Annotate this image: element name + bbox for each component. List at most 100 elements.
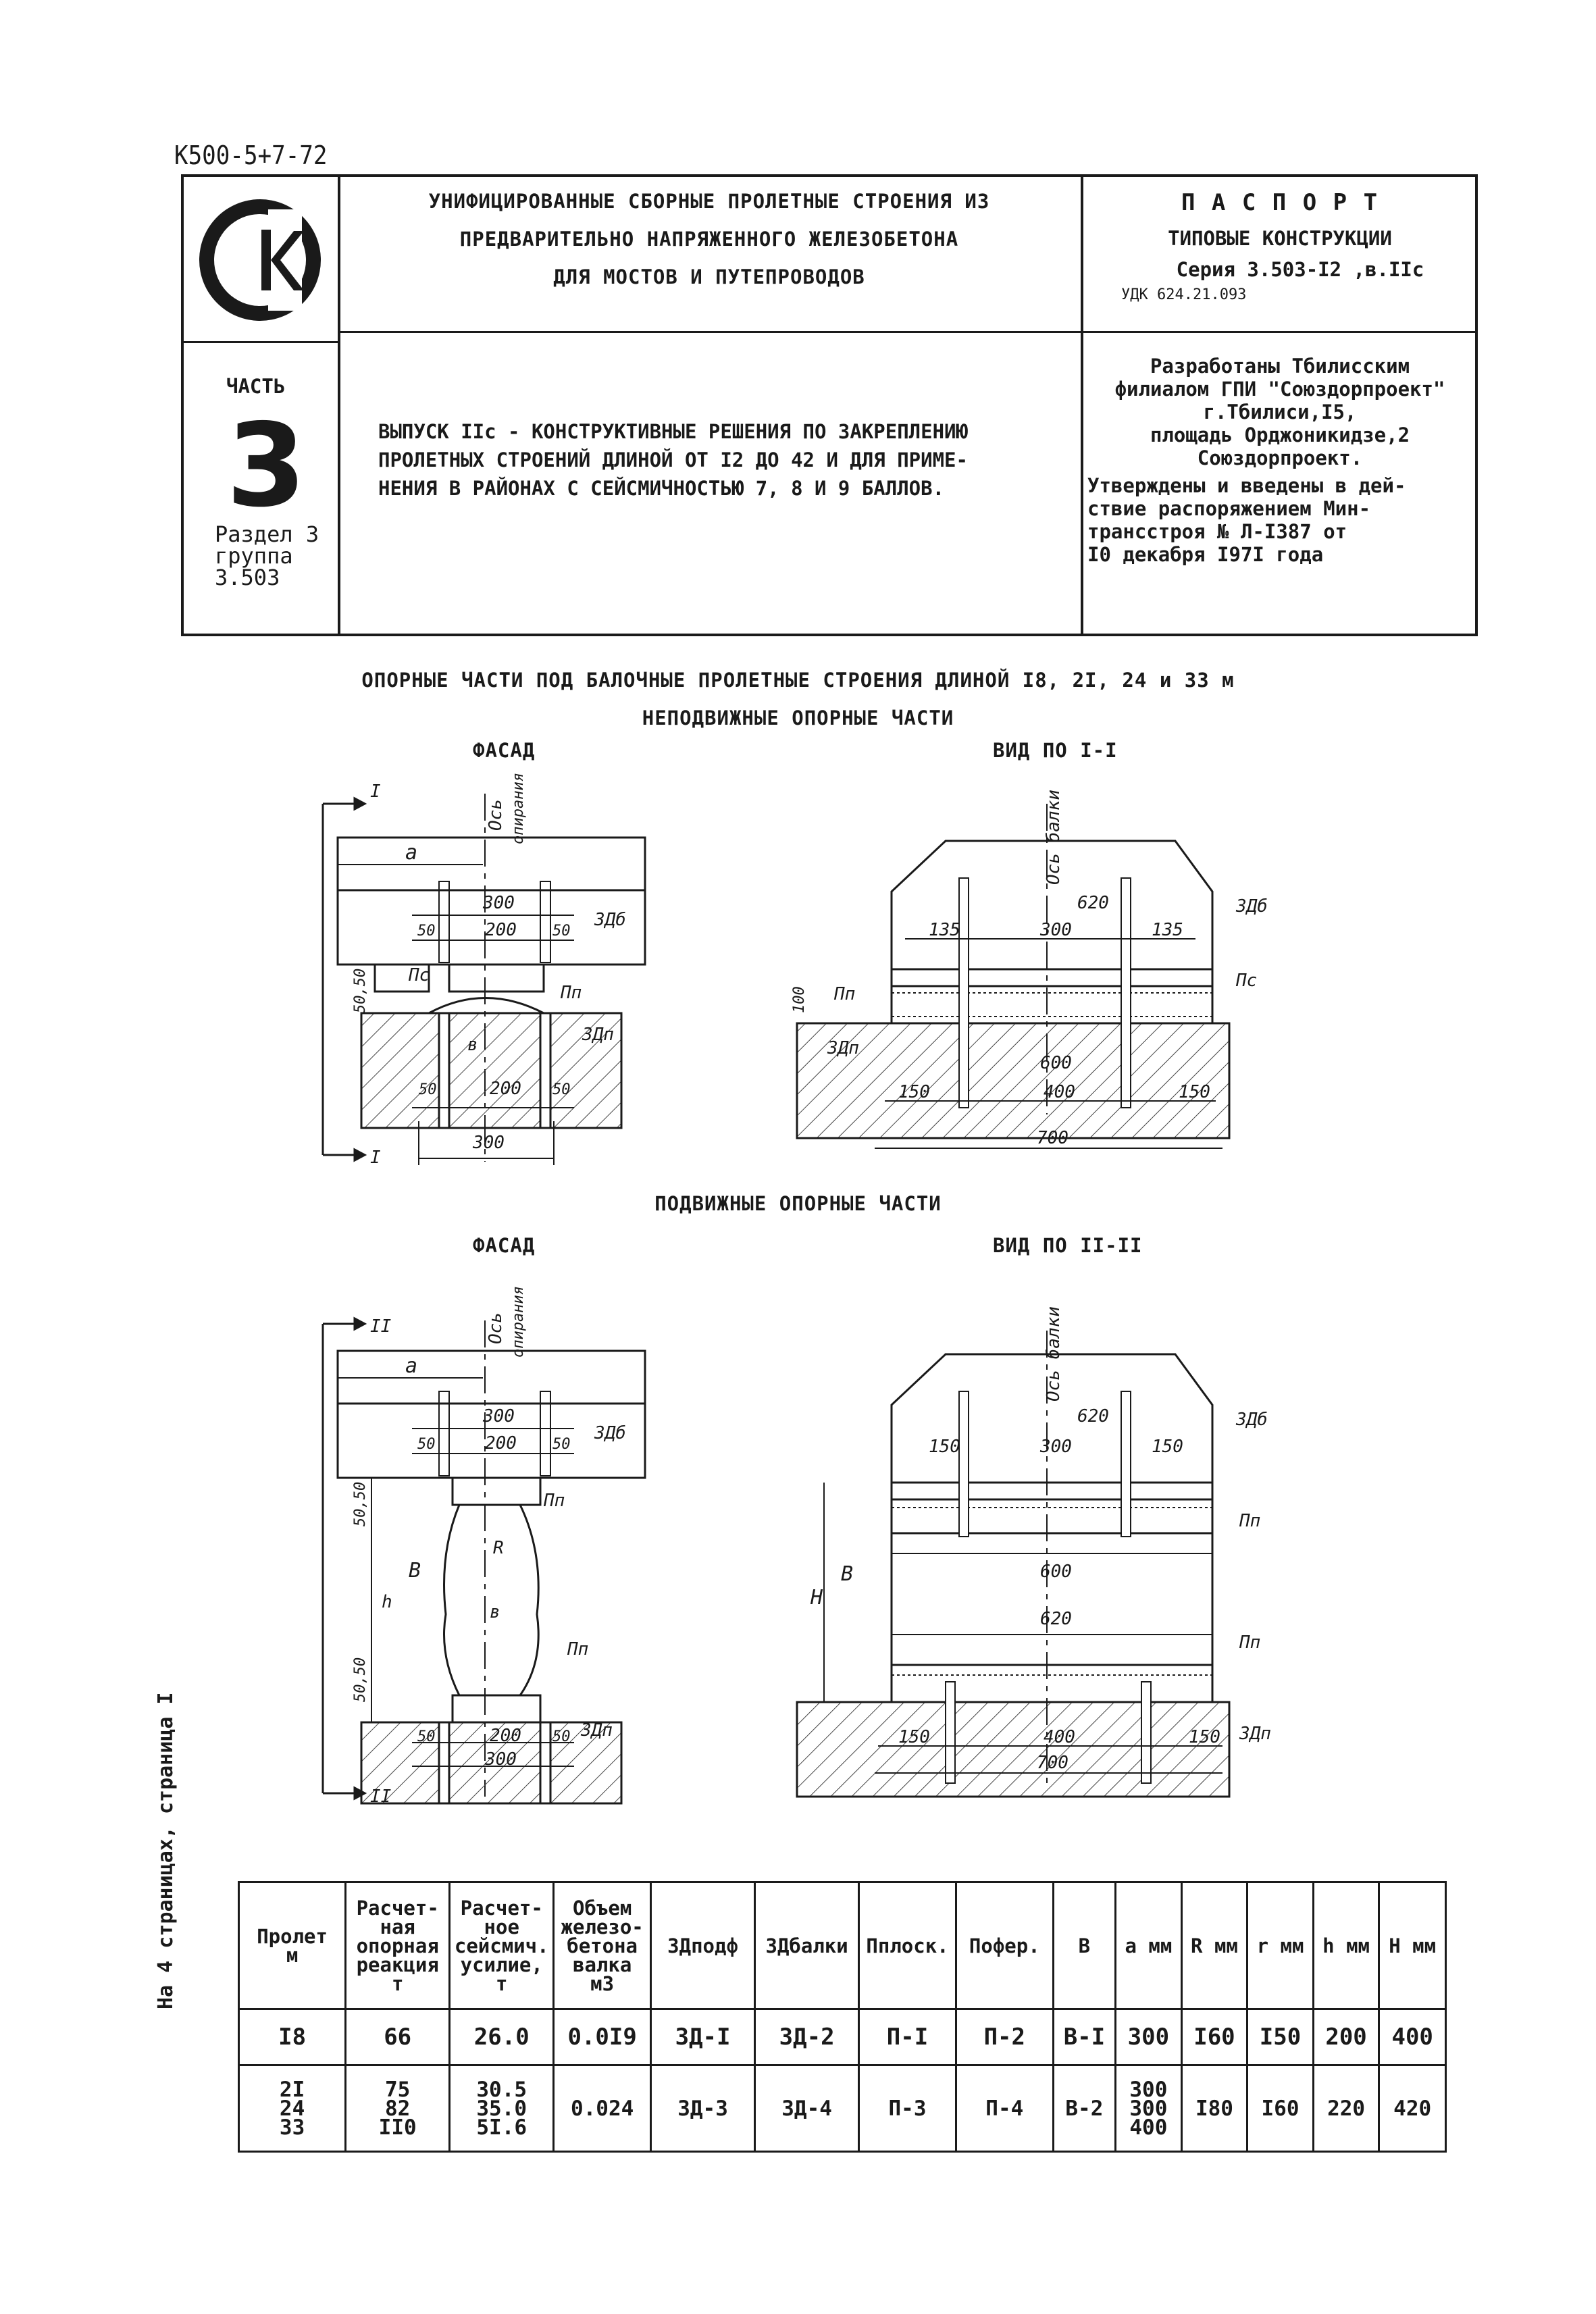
header-h-mm: h мм: [1312, 1881, 1381, 2010]
dim-620-1: 620: [1077, 893, 1109, 913]
axis-beam-label-2: Ось балки: [1044, 1306, 1064, 1402]
fixed-bearings-title: НЕПОДВИЖНЫЕ ОПОРНЫЕ ЧАСТИ: [642, 706, 954, 729]
section-info: Раздел 3 группа 3.503: [215, 523, 319, 588]
developed-line-3: г.Тбилиси,I5,: [1203, 401, 1357, 423]
axis-support-label-1: Ось: [486, 799, 506, 831]
fixed-side-view-drawing: [796, 804, 1231, 1149]
header-p-corr: Пофер.: [954, 1881, 1054, 2010]
dim-150-1a: 150: [898, 1082, 930, 1102]
passport-title: П А С П О Р Т: [1181, 189, 1379, 216]
header-span: Пролет м: [237, 1881, 347, 2010]
header-divider-right: [1081, 174, 1083, 636]
table-cell: В-2: [1052, 2064, 1117, 2153]
approved-line-3: трансстроя № Л-I387 от: [1087, 520, 1347, 543]
label-ps-1: Пс: [408, 965, 430, 985]
part-label: ЧАСТЬ: [226, 375, 286, 398]
specification-table: Пролет м Расчет- ная опорная реакция т Р…: [237, 1881, 1447, 2153]
table-cell: 66: [344, 2008, 451, 2066]
table-cell: ЗД-4: [754, 2064, 860, 2153]
label-pp-3: Пп: [543, 1491, 565, 1511]
dim-300-2: 300: [1039, 920, 1072, 940]
typical-structures: ТИПОВЫЕ КОНСТРУКЦИИ: [1168, 227, 1392, 250]
dim-5050-1: 50,50: [352, 969, 369, 1013]
header-title: УНИФИЦИРОВАННЫЕ СБОРНЫЕ ПРОЛЕТНЫЕ СТРОЕН…: [341, 182, 1077, 296]
dim-5050-2: 50,50: [352, 1482, 369, 1526]
label-b-2: в: [490, 1602, 500, 1622]
developed-line-2: филиалом ГПИ "Союздорпроект": [1114, 378, 1445, 401]
dim-50-2b: 50: [552, 1436, 571, 1453]
table-cell: 75 82 II0: [344, 2064, 451, 2153]
table-cell: 30.5 35.0 5I.6: [448, 2064, 555, 2153]
dim-150-2b: 150: [1152, 1437, 1183, 1457]
dim-50-1a: 50: [417, 923, 436, 940]
main-title: ОПОРНЫЕ ЧАСТИ ПОД БАЛОЧНЫЕ ПРОЛЕТНЫЕ СТР…: [361, 669, 1235, 692]
header-R-mm: R мм: [1180, 1881, 1249, 2010]
section-label: Раздел 3: [215, 521, 319, 547]
table-cell: 300: [1114, 2008, 1183, 2066]
table-cell: I60: [1180, 2008, 1249, 2066]
header-b: В: [1052, 1881, 1117, 2010]
table-cell: П-I: [858, 2008, 957, 2066]
udk-label: УДК 624.21.093: [1121, 286, 1247, 303]
title-line-2: ПРЕДВАРИТЕЛЬНО НАПРЯЖЕННОГО ЖЕЛЕЗОБЕТОНА: [459, 228, 959, 251]
label-h-1: h: [382, 1592, 392, 1612]
header-divider-left: [338, 174, 340, 636]
table-cell: 400: [1378, 2008, 1447, 2066]
dim-150-2a: 150: [929, 1437, 960, 1457]
title-line-1: УНИФИЦИРОВАННЫЕ СБОРНЫЕ ПРОЛЕТНЫЕ СТРОЕН…: [428, 190, 990, 213]
header-zd-subf: ЗДподф: [650, 1881, 756, 2010]
header-reaction: Расчет- ная опорная реакция т: [344, 1881, 451, 2010]
label-R-1: R: [493, 1538, 504, 1558]
issue-line-1: ВЫПУСК IIс - КОНСТРУКТИВНЫЕ РЕШЕНИЯ ПО З…: [378, 420, 968, 443]
axis-beam-label-1: Ось балки: [1044, 790, 1064, 885]
table-cell: 420: [1378, 2064, 1447, 2153]
dim-620-2: 620: [1077, 1406, 1109, 1426]
developed-line-5: Союздорпроект.: [1197, 446, 1363, 469]
dim-50-1c: 50: [419, 1081, 437, 1098]
dim-700-1: 700: [1037, 1128, 1069, 1148]
issue-description: ВЫПУСК IIс - КОНСТРУКТИВНЫЕ РЕШЕНИЯ ПО З…: [378, 417, 1067, 503]
label-zdb-2: ЗДб: [1235, 896, 1268, 917]
table-cell: 200: [1312, 2008, 1381, 2066]
issue-line-2: ПРОЛЕТНЫХ СТРОЕНИЙ ДЛИНОЙ ОТ I2 ДО 42 И …: [378, 448, 968, 471]
table-cell: П-4: [954, 2064, 1054, 2153]
dim-300-3b: 300: [484, 1749, 517, 1770]
facade-label-1: ФАСАД: [473, 739, 536, 762]
dim-620-3: 620: [1040, 1609, 1072, 1629]
dim-300-3: 300: [482, 1406, 515, 1426]
issue-line-3: НЕНИЯ В РАЙОНАХ С СЕЙСМИЧНОСТЬЮ 7, 8 И 9…: [378, 477, 945, 500]
passport-block: П А С П О Р Т ТИПОВЫЕ КОНСТРУКЦИИ Серия …: [1087, 182, 1472, 305]
section-mark-2-top: II: [370, 1316, 391, 1337]
dim-a-2: а: [405, 1354, 417, 1378]
movable-facade-drawing: [321, 1316, 646, 1805]
label-zdb-1: ЗДб: [594, 910, 626, 930]
label-zdb-3: ЗДб: [594, 1423, 626, 1443]
approved-line-1: Утверждены и введены в дей-: [1087, 474, 1406, 497]
part-number: 3: [226, 399, 307, 533]
dim-200-1: 200: [485, 920, 517, 940]
dim-a-1: а: [405, 841, 417, 865]
dim-135-1b: 135: [1152, 920, 1183, 940]
developed-line-4: площадь Орджоникидзе,2: [1150, 423, 1410, 446]
axis-support-label-2: опирания: [510, 773, 527, 844]
table-cell: 2I 24 33: [237, 2064, 347, 2153]
label-pp-6: Пп: [1239, 1632, 1260, 1653]
dim-50-2a: 50: [417, 1436, 436, 1453]
header-r-mm: r мм: [1246, 1881, 1314, 2010]
dim-400-1: 400: [1044, 1082, 1075, 1102]
label-pp-5: Пп: [1239, 1511, 1260, 1531]
dim-300-1: 300: [482, 893, 515, 913]
dim-300-4: 300: [1039, 1437, 1072, 1457]
movable-bearings-title: ПОДВИЖНЫЕ ОПОРНЫЕ ЧАСТИ: [654, 1192, 942, 1215]
group-label: группа: [215, 543, 293, 569]
title-divider: [338, 331, 1081, 333]
approved-line-2: ствие распоряжением Мин-: [1087, 497, 1371, 520]
label-b-1: в: [467, 1035, 478, 1055]
passport-divider: [1081, 331, 1478, 333]
table-cell: П-2: [954, 2008, 1054, 2066]
label-zdp-2: ЗДп: [827, 1038, 859, 1058]
table-cell: ЗД-3: [650, 2064, 756, 2153]
dim-50-2d: 50: [552, 1728, 571, 1745]
label-B-1: В: [409, 1559, 421, 1583]
